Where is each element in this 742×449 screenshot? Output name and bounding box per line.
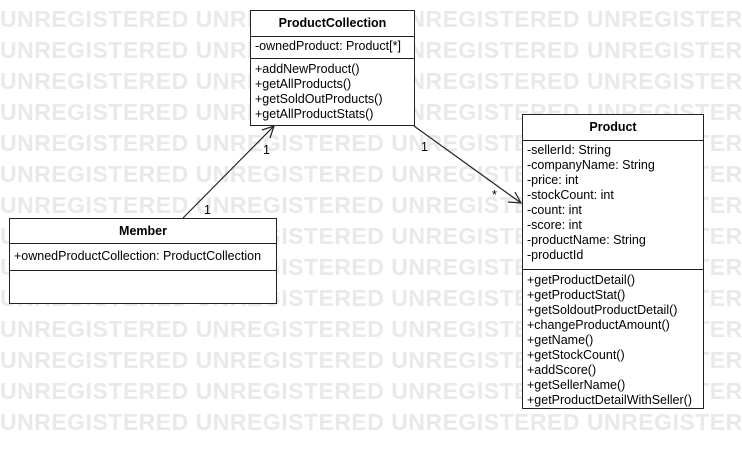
attribute-item: +ownedProductCollection: ProductCollecti… [14,249,262,263]
operation-item: +getProductStat() [527,288,626,302]
operation-item: +getName() [527,333,594,347]
attribute-item: -count: int [527,203,582,217]
class-product-collection[interactable]: ProductCollection -ownedProduct: Product… [250,10,415,126]
attribute-item: -price: int [527,173,579,187]
operation-item: +getAllProductStats() [255,107,374,121]
attribute-item: -companyName: String [527,158,655,172]
attribute-item: -sellerId: String [527,143,612,157]
operation-item: +getSoldOutProducts() [255,92,383,106]
class-name-member: Member [10,219,276,244]
association-arrowhead-collection [261,125,275,139]
operation-item: +addNewProduct() [255,62,360,76]
class-member[interactable]: Member +ownedProductCollection: ProductC… [9,218,277,304]
association-arrowhead-product [507,191,523,204]
association-line-member-collection[interactable] [182,125,275,219]
operation-item: +getStockCount() [527,348,625,362]
operation-item: +getSoldoutProductDetail() [527,303,678,317]
operation-item: +getSellerName() [527,378,626,392]
association-line-collection-product[interactable] [413,125,522,204]
attribute-item: -score: int [527,218,582,232]
multiplicity-product-end: * [492,188,497,202]
operation-item: +getAllProducts() [255,77,352,91]
operation-item: +addScore() [527,363,597,377]
operations-member [10,271,276,275]
attributes-product-collection: -ownedProduct: Product[*] [251,37,414,59]
attribute-item: -ownedProduct: Product[*] [255,39,401,53]
attributes-member: +ownedProductCollection: ProductCollecti… [10,244,276,271]
attributes-product: -sellerId: String -companyName: String -… [523,141,703,270]
operation-item: +getProductDetailWithSeller() [527,393,692,407]
operations-product: +getProductDetail() +getProductStat() +g… [523,270,703,410]
operation-item: +changeProductAmount() [527,318,670,332]
operation-item: +getProductDetail() [527,273,636,287]
attribute-item: -productId [527,248,584,262]
multiplicity-member-end: 1 [204,203,211,217]
multiplicity-collection-end: 1 [263,143,270,157]
class-product[interactable]: Product -sellerId: String -companyName: … [522,114,704,409]
attribute-item: -stockCount: int [527,188,614,202]
multiplicity-collection-source: 1 [421,140,428,154]
class-name-product-collection: ProductCollection [251,11,414,37]
operations-product-collection: +addNewProduct() +getAllProducts() +getS… [251,59,414,124]
attribute-item: -productName: String [527,233,646,247]
class-name-product: Product [523,115,703,141]
